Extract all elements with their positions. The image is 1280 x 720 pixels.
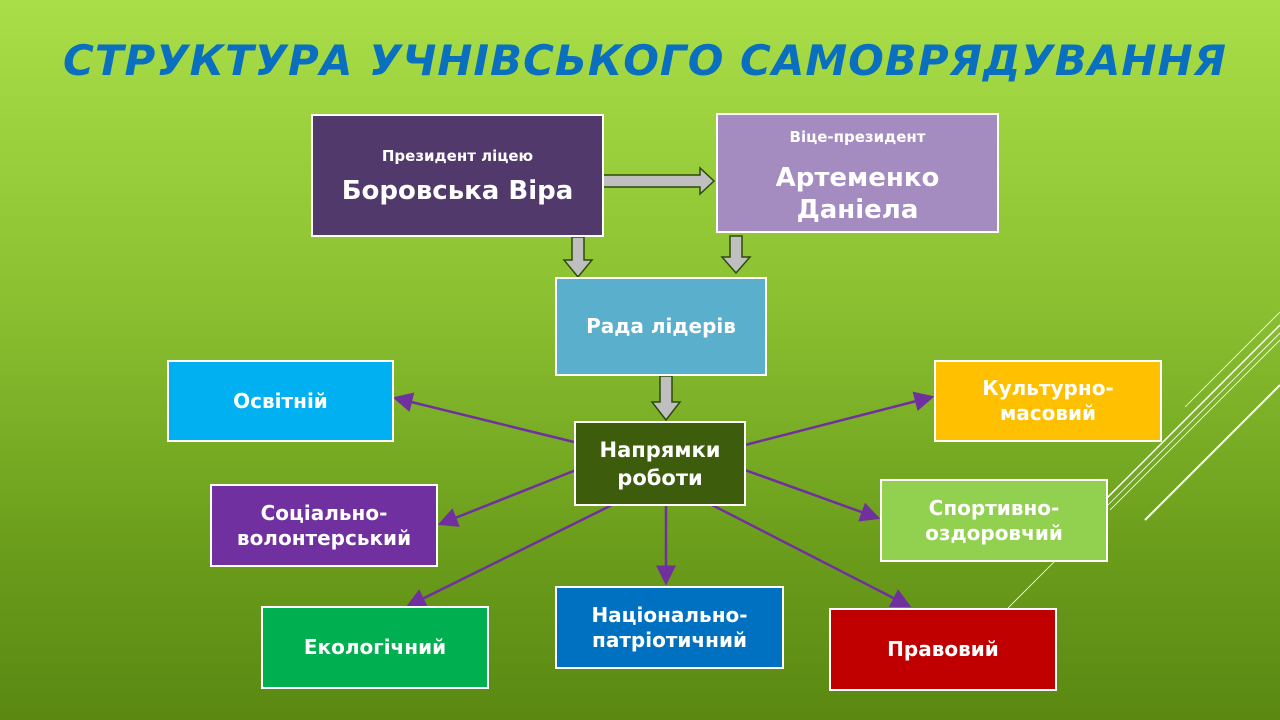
direction-sportyvno-ozdorovchyi: Спортивно- оздоровчий	[880, 479, 1108, 562]
direction-label-line2: масовий	[999, 401, 1097, 425]
direction-label-line2: патріотичний	[592, 627, 747, 652]
arrow-council-to-hub	[650, 375, 682, 422]
vice-president-box: Віце-президент Артеменко Даніела	[716, 113, 999, 233]
arrow-to-sportyvno	[744, 468, 881, 522]
direction-osvitniy: Освітній	[167, 360, 394, 442]
direction-label-line1: Соціально-	[260, 500, 388, 525]
arrow-president-to-vp	[602, 166, 716, 196]
arrow-to-ekolohichniy	[405, 503, 613, 608]
president-box: Президент ліцею Боровська Віра	[311, 114, 604, 237]
council-label: Рада лідерів	[586, 314, 736, 338]
arrow-to-sotsialno	[437, 468, 577, 527]
council-box: Рада лідерів	[555, 277, 767, 376]
arrow-to-pravoviy	[711, 503, 912, 608]
direction-natsionalno-patriotychnyi: Національно- патріотичний	[555, 586, 784, 669]
direction-label-line1: Національно-	[591, 602, 748, 627]
vp-name-line2: Даніела	[796, 195, 919, 225]
direction-label: Освітній	[233, 388, 328, 413]
hub-box: Напрямки роботи	[574, 421, 746, 506]
direction-label: Екологічний	[303, 635, 447, 659]
direction-label-line1: Спортивно-	[928, 495, 1060, 520]
direction-sotsialno-volonterskyi: Соціально- волонтерський	[210, 484, 438, 567]
direction-label-line2: волонтерський	[236, 525, 412, 550]
direction-ekolohichnyi: Екологічний	[261, 606, 489, 689]
vp-name-line1: Артеменко	[775, 163, 940, 193]
vp-role: Віце-президент	[789, 128, 926, 146]
president-name: Боровська Віра	[341, 176, 574, 206]
block-arrows	[562, 166, 752, 422]
direction-label: Правовий	[887, 637, 999, 661]
decorative-lines	[1007, 311, 1280, 609]
direction-pravovyi: Правовий	[829, 608, 1057, 691]
hub-line1: Напрямки	[599, 437, 721, 462]
arrow-to-osvitniy	[392, 392, 575, 444]
arrow-to-kulturno	[744, 391, 935, 447]
president-role: Президент ліцею	[381, 147, 534, 165]
direction-label-line2: оздоровчий	[925, 520, 1063, 545]
direction-arrows	[392, 391, 935, 608]
arrow-vp-to-council	[720, 235, 752, 275]
slide-title: СТРУКТУРА УЧНІВСЬКОГО САМОВРЯДУВАННЯ	[63, 36, 1227, 85]
direction-kulturno-masovyi: Культурно- масовий	[934, 360, 1162, 442]
hub-line2: роботи	[617, 465, 703, 490]
arrow-president-to-council	[562, 236, 594, 279]
direction-label-line1: Культурно-	[982, 376, 1114, 400]
